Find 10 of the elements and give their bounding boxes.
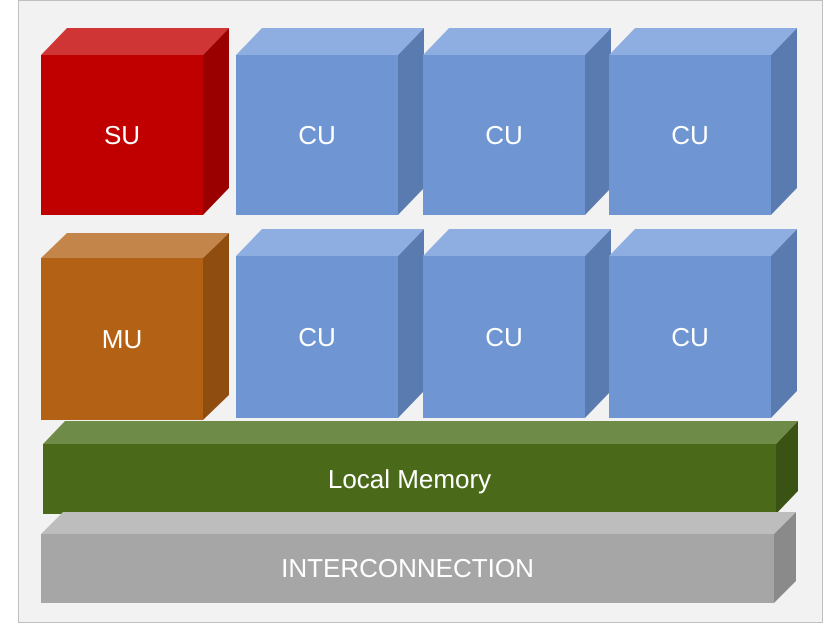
- block-label: Local Memory: [328, 464, 492, 494]
- block-label: INTERCONNECTION: [281, 553, 534, 584]
- block-label: CU: [298, 120, 336, 150]
- block-label: SU: [104, 120, 140, 150]
- block-label: CU: [485, 120, 523, 150]
- block-label: CU: [671, 120, 709, 150]
- block-label: CU: [671, 322, 709, 352]
- block-label: CU: [298, 322, 336, 352]
- block-label: MU: [102, 324, 142, 354]
- block-label: CU: [485, 322, 523, 352]
